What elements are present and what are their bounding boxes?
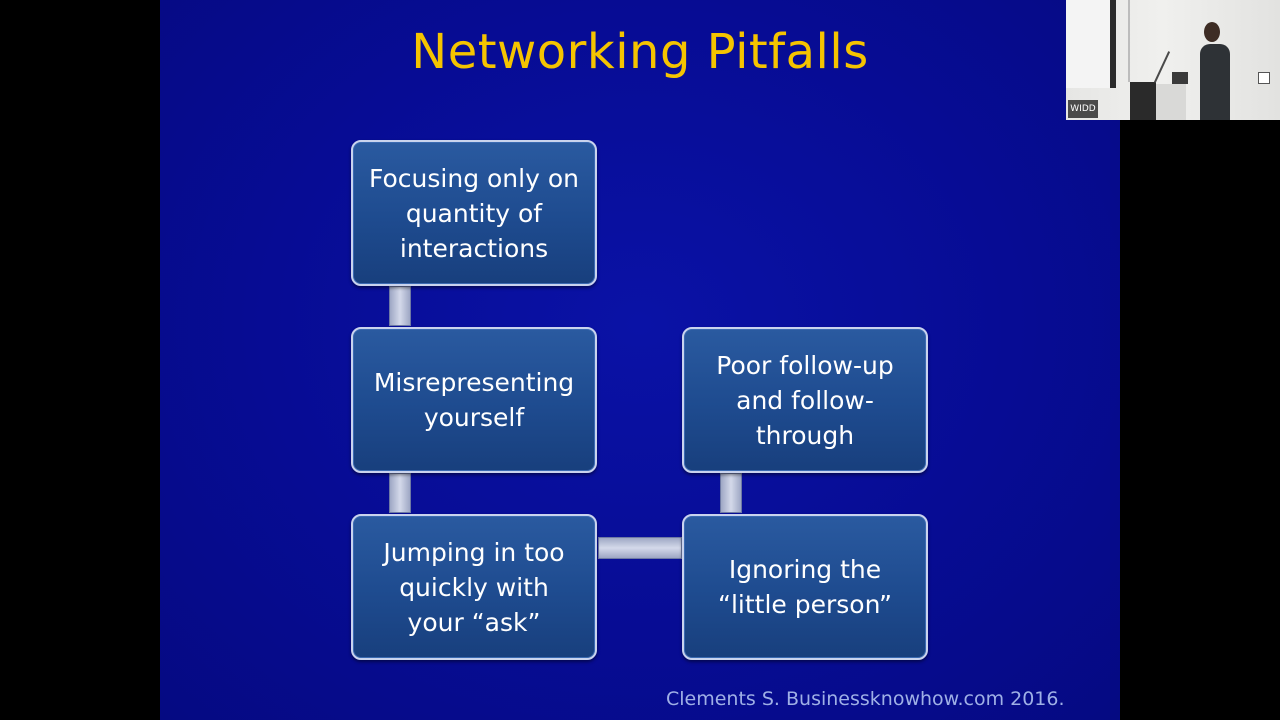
presenter-head xyxy=(1204,22,1220,42)
podium xyxy=(1130,82,1156,120)
laptop xyxy=(1172,72,1188,84)
pitfall-line: through xyxy=(755,420,855,450)
pitfall-line: quickly with xyxy=(399,572,549,602)
webcam-overlay: WIDD xyxy=(1066,0,1280,120)
connector-2-3 xyxy=(389,473,411,513)
pitfall-line: Jumping in too xyxy=(383,537,565,567)
presentation-slide: Networking Pitfalls Focusing only on qua… xyxy=(160,0,1120,720)
wall-edge xyxy=(1128,0,1130,82)
connector-1-2 xyxy=(389,286,411,326)
podium-side xyxy=(1156,84,1186,120)
pitfall-box-jumping-in: Jumping in too quickly with your “ask” xyxy=(351,514,597,660)
microphone xyxy=(1153,51,1171,83)
pitfall-line: quantity of xyxy=(405,198,543,228)
pitfall-line: “little person” xyxy=(718,590,892,619)
slide-title: Networking Pitfalls xyxy=(411,24,869,80)
pitfall-line: your “ask” xyxy=(407,607,541,637)
presenter-body xyxy=(1200,44,1230,120)
pitfall-box-misrepresenting: Misrepresenting yourself xyxy=(351,327,597,473)
whiteboard xyxy=(1066,0,1116,88)
pitfall-line: Ignoring the xyxy=(728,555,882,584)
pitfall-line: Poor follow-up xyxy=(716,350,894,380)
pitfall-box-quantity: Focusing only on quantity of interaction… xyxy=(351,140,597,286)
pitfall-line: and follow- xyxy=(736,385,874,415)
pitfall-box-follow-up: Poor follow-up and follow- through xyxy=(682,327,928,473)
slide-citation: Clements S. Businessknowhow.com 2016. xyxy=(666,688,1065,710)
webcam-badge: WIDD xyxy=(1068,100,1098,118)
pitfall-line: Misrepresenting xyxy=(373,368,575,397)
connector-4-5 xyxy=(720,473,742,513)
pitfall-line: interactions xyxy=(399,233,549,263)
pitfall-box-little-person: Ignoring the “little person” xyxy=(682,514,928,660)
wall-socket xyxy=(1258,72,1270,84)
pitfall-line: Focusing only on xyxy=(369,163,579,193)
pitfall-line: yourself xyxy=(423,403,525,432)
connector-3-4 xyxy=(598,537,682,559)
